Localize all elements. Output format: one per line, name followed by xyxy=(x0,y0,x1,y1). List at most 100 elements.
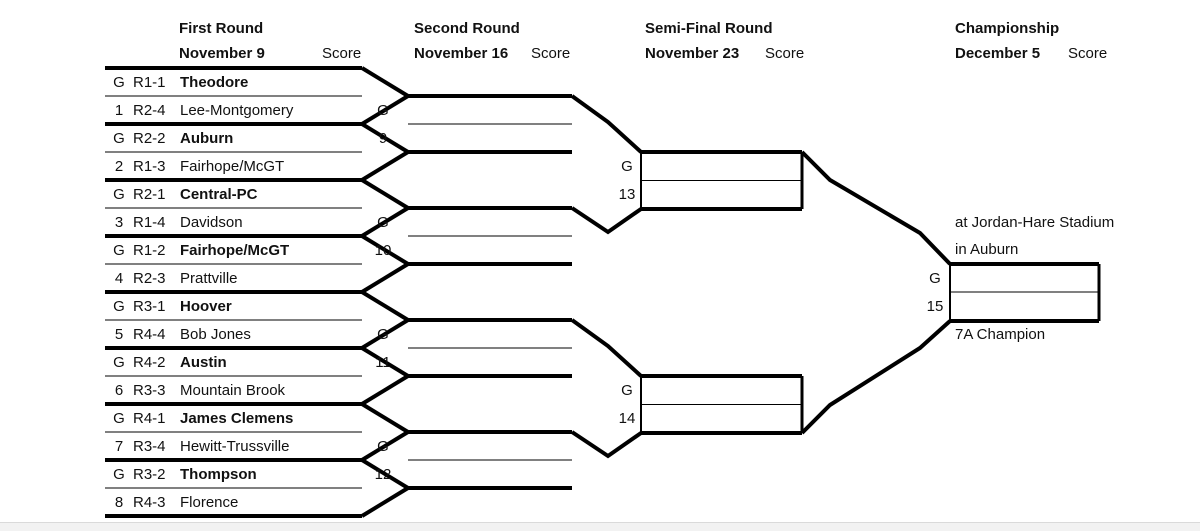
game-label: G xyxy=(377,326,389,343)
bracket-connector xyxy=(360,486,410,518)
bracket-connector xyxy=(360,178,410,210)
bracket-connector xyxy=(570,206,643,235)
champion-label: 7A Champion xyxy=(955,326,1046,343)
bracket-connector xyxy=(800,319,952,435)
team-name: Florence xyxy=(180,494,239,511)
team-name: Thompson xyxy=(180,466,257,483)
bracket-connector xyxy=(360,458,410,490)
team-code: R4-1 xyxy=(133,410,166,427)
team-code: R2-2 xyxy=(133,130,166,147)
bracket-connector xyxy=(360,66,410,98)
team-name: Fairhope/McGT xyxy=(180,158,285,175)
first-round-header: First Round xyxy=(179,20,264,37)
game-label: G xyxy=(929,270,941,287)
team-code: R3-4 xyxy=(133,438,166,455)
team-name: Hoover xyxy=(180,298,232,315)
venue-line-2: in Auburn xyxy=(955,241,1019,258)
venue-line-1: at Jordan-Hare Stadium xyxy=(955,214,1115,231)
second-round-score-header: Score xyxy=(531,45,571,62)
team-code: R2-1 xyxy=(133,186,166,203)
team-seed: 5 xyxy=(114,326,124,343)
team-seed: G xyxy=(113,354,125,371)
second-round-header: Second Round xyxy=(414,20,520,37)
team-code: R1-1 xyxy=(133,74,166,91)
team-code: R4-3 xyxy=(133,494,166,511)
bracket-connector xyxy=(360,318,410,350)
team-seed: 2 xyxy=(114,158,124,175)
game-label: G xyxy=(621,382,633,399)
team-name: James Clemens xyxy=(180,410,294,427)
bracket-connector xyxy=(360,150,410,182)
team-seed: 7 xyxy=(114,438,124,455)
team-seed: G xyxy=(113,74,125,91)
team-name: Davidson xyxy=(180,214,243,231)
bracket-connector xyxy=(360,122,410,154)
bracket-connector xyxy=(360,374,410,406)
game-label: G xyxy=(377,214,389,231)
semi-round-date: November 23 xyxy=(645,45,740,62)
team-name: Central-PC xyxy=(180,186,258,203)
team-code: R4-4 xyxy=(133,326,166,343)
bracket-connector xyxy=(800,150,952,266)
championship-date: December 5 xyxy=(955,45,1041,62)
bracket-connector xyxy=(360,430,410,462)
team-code: R2-4 xyxy=(133,102,166,119)
team-name: Auburn xyxy=(180,130,234,147)
team-name: Prattville xyxy=(180,270,238,287)
team-code: R3-3 xyxy=(133,382,166,399)
game-number: 10 xyxy=(374,242,392,259)
game-number: 12 xyxy=(374,466,392,483)
bottom-edge-strip xyxy=(0,522,1200,531)
team-name: Theodore xyxy=(180,74,249,91)
team-code: R1-4 xyxy=(133,214,166,231)
team-name: Hewitt-Trussville xyxy=(180,438,290,455)
team-name: Fairhope/McGT xyxy=(180,242,290,259)
bracket-connector xyxy=(570,430,643,459)
team-name: Lee-Montgomery xyxy=(180,102,294,119)
bracket-connector xyxy=(360,94,410,126)
team-code: R3-1 xyxy=(133,298,166,315)
game-label: G xyxy=(377,102,389,119)
semi-round-header: Semi-Final Round xyxy=(645,20,773,37)
team-name: Bob Jones xyxy=(180,326,251,343)
semi-round-score-header: Score xyxy=(765,45,805,62)
game-number: 11 xyxy=(375,354,391,371)
bracket-connector xyxy=(360,262,410,294)
team-seed: G xyxy=(113,186,125,203)
team-seed: 3 xyxy=(114,214,124,231)
first-round-score-header: Score xyxy=(322,45,362,62)
bracket-connector xyxy=(360,402,410,434)
team-seed: G xyxy=(113,410,125,427)
team-seed: G xyxy=(113,242,125,259)
team-seed: G xyxy=(113,130,125,147)
team-code: R4-2 xyxy=(133,354,166,371)
game-number: 15 xyxy=(926,298,944,315)
team-code: R1-3 xyxy=(133,158,166,175)
second-round-date: November 16 xyxy=(414,45,509,62)
team-code: R1-2 xyxy=(133,242,166,259)
team-seed: G xyxy=(113,466,125,483)
game-label: G xyxy=(377,438,389,455)
team-code: R2-3 xyxy=(133,270,166,287)
team-code: R3-2 xyxy=(133,466,166,483)
team-seed: 8 xyxy=(114,494,124,511)
team-name: Mountain Brook xyxy=(180,382,286,399)
game-number: 13 xyxy=(618,186,636,203)
team-seed: 4 xyxy=(114,270,124,287)
first-round-date: November 9 xyxy=(179,45,265,62)
team-name: Austin xyxy=(180,354,227,371)
game-number: 9 xyxy=(378,130,388,147)
bracket-connector xyxy=(570,94,643,154)
championship-score-header: Score xyxy=(1068,45,1108,62)
bracket-connector xyxy=(360,290,410,322)
team-seed: 6 xyxy=(114,382,124,399)
team-seed: G xyxy=(113,298,125,315)
bracket-connector xyxy=(360,206,410,238)
game-number: 14 xyxy=(618,410,636,427)
bracket-connector xyxy=(570,318,643,378)
bracket-connector xyxy=(360,234,410,266)
game-label: G xyxy=(621,158,633,175)
championship-header: Championship xyxy=(955,20,1060,37)
